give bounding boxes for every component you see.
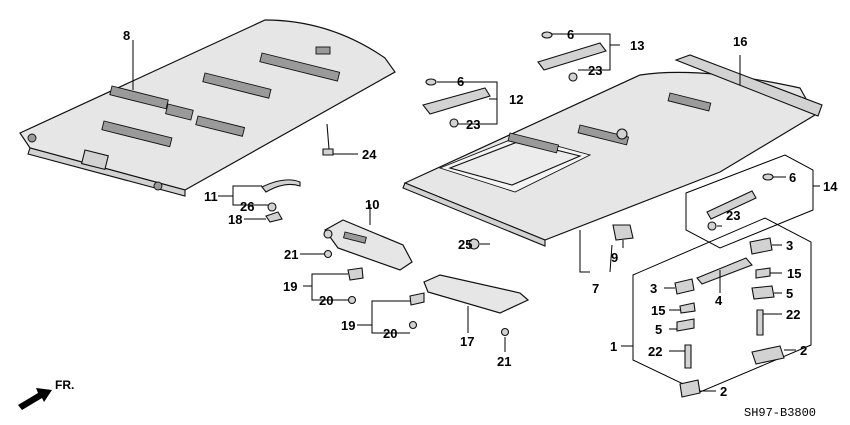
front-arrow-icon — [18, 388, 52, 410]
bolt-22b — [684, 344, 692, 369]
clip-3b — [674, 278, 695, 295]
callout-19a: 19 — [283, 279, 297, 294]
callout-2a: 2 — [800, 343, 807, 358]
callout-15a: 15 — [787, 266, 801, 281]
screw-21a — [323, 249, 333, 259]
screw-23a — [449, 118, 459, 128]
bolt-22a — [756, 309, 764, 336]
clip-9 — [612, 224, 634, 241]
callout-9: 9 — [611, 250, 618, 265]
callout-10: 10 — [365, 197, 379, 212]
clip-2a — [751, 345, 785, 365]
callout-18: 18 — [228, 212, 242, 227]
callout-23a: 23 — [466, 117, 480, 132]
cap-6c — [762, 173, 774, 181]
bracket-4 — [696, 257, 753, 285]
callout-5a: 5 — [786, 286, 793, 301]
callout-17: 17 — [460, 334, 474, 349]
bracket-13 — [537, 42, 607, 71]
clip-25 — [468, 238, 480, 250]
callout-22a: 22 — [786, 307, 800, 322]
callout-3a: 3 — [786, 238, 793, 253]
clip-5a — [751, 285, 775, 300]
clip-5b — [676, 318, 695, 332]
callout-2b: 2 — [720, 384, 727, 399]
callout-25: 25 — [458, 237, 472, 252]
callout-22b: 22 — [648, 344, 662, 359]
screw-23c — [707, 221, 717, 231]
callout-11: 11 — [204, 189, 218, 204]
callout-23c: 23 — [726, 208, 740, 223]
bracket-14 — [706, 190, 757, 220]
callout-19b: 19 — [341, 318, 355, 333]
callout-26: 26 — [240, 199, 254, 214]
callout-14: 14 — [823, 179, 838, 194]
callout-21a: 21 — [284, 247, 298, 262]
callout-6a: 6 — [457, 74, 464, 89]
callout-23b: 23 — [588, 63, 602, 78]
callout-5b: 5 — [655, 322, 662, 337]
clip-2b — [679, 379, 701, 398]
roof-moulding — [674, 54, 823, 117]
clip-3a — [749, 237, 773, 255]
callout-6b: 6 — [567, 27, 574, 42]
leader-lines — [132, 33, 820, 392]
callout-numbers: 8 11 26 18 24 10 21 19 20 19 20 17 21 6 … — [123, 27, 838, 399]
callout-8: 8 — [123, 28, 130, 43]
callout-4: 4 — [715, 293, 723, 308]
washer-15b — [679, 302, 696, 314]
clip-26 — [267, 202, 277, 212]
clip-24 — [322, 123, 334, 156]
clip-18 — [265, 211, 283, 223]
sun-visor-left — [423, 274, 530, 314]
callout-20a: 20 — [319, 293, 333, 308]
grab-handle — [261, 179, 301, 193]
cap-6b — [541, 31, 553, 39]
bracket-12 — [422, 87, 491, 115]
screw-20b — [408, 320, 418, 330]
callout-12: 12 — [509, 92, 523, 107]
callout-6c: 6 — [789, 170, 796, 185]
cap-6a — [425, 78, 437, 86]
callout-1: 1 — [610, 339, 617, 354]
callout-13: 13 — [630, 38, 644, 53]
sun-visor-right — [324, 219, 413, 271]
diagram-code: SH97-B3800 — [744, 406, 816, 420]
screw-20a — [347, 295, 357, 305]
callout-3b: 3 — [650, 281, 657, 296]
screw-23b — [568, 72, 578, 82]
hook-19b — [409, 292, 425, 306]
front-indicator-label: FR. — [55, 378, 74, 392]
washer-15a — [755, 267, 771, 279]
callout-24: 24 — [362, 147, 377, 162]
callout-16: 16 — [733, 34, 747, 49]
hook-19a — [347, 267, 364, 281]
callout-15b: 15 — [651, 303, 665, 318]
callout-21b: 21 — [497, 354, 511, 369]
headliner-left — [19, 19, 396, 197]
screw-21b — [500, 327, 510, 337]
callout-20b: 20 — [383, 326, 397, 341]
callout-7: 7 — [592, 281, 599, 296]
